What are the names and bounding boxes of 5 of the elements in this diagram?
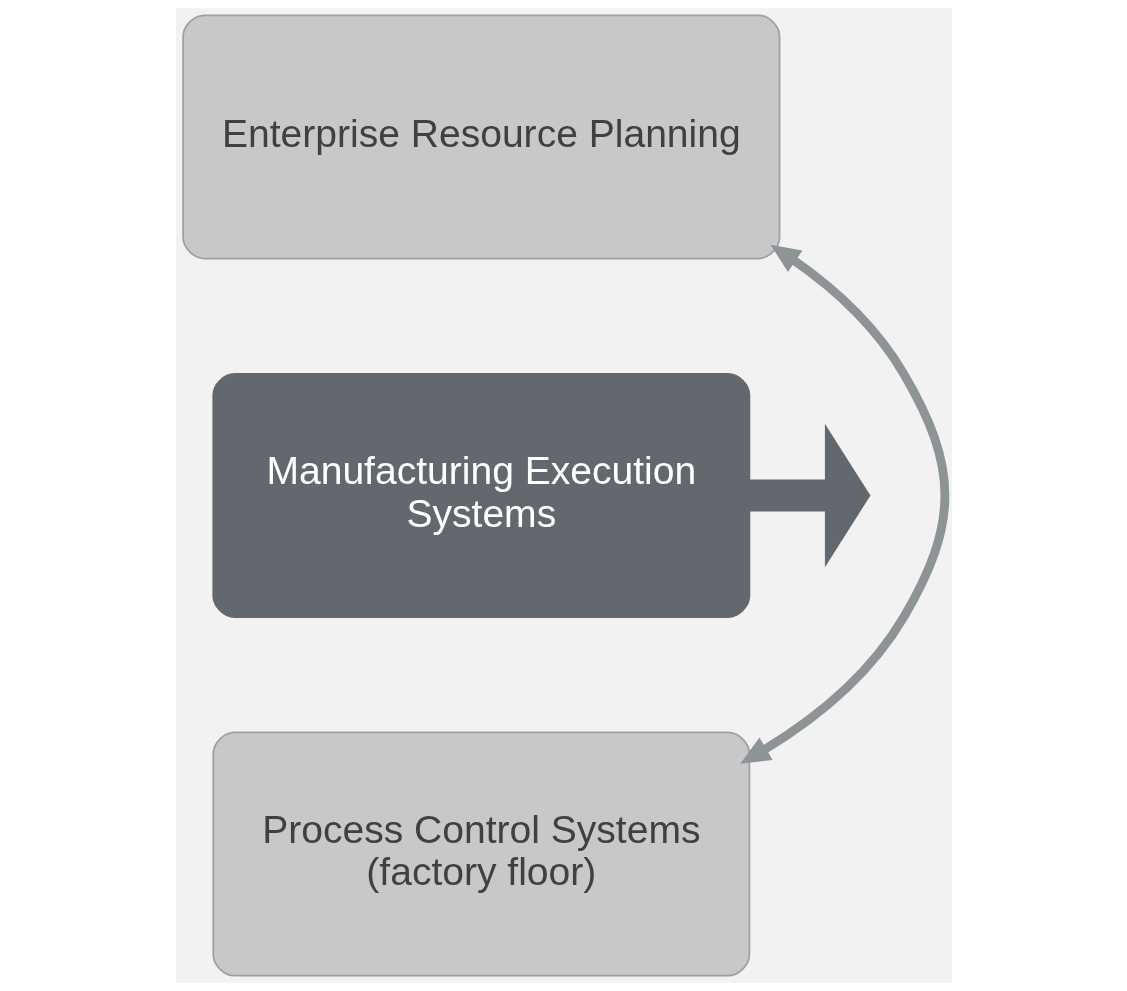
node-box: Enterprise Resource Planning (181, 14, 780, 260)
node-box: Process Control Systems (factory floor) (211, 731, 750, 977)
arrow (748, 423, 870, 568)
arrow (739, 244, 949, 764)
node-box: Manufacturing Execution Systems (211, 373, 750, 618)
